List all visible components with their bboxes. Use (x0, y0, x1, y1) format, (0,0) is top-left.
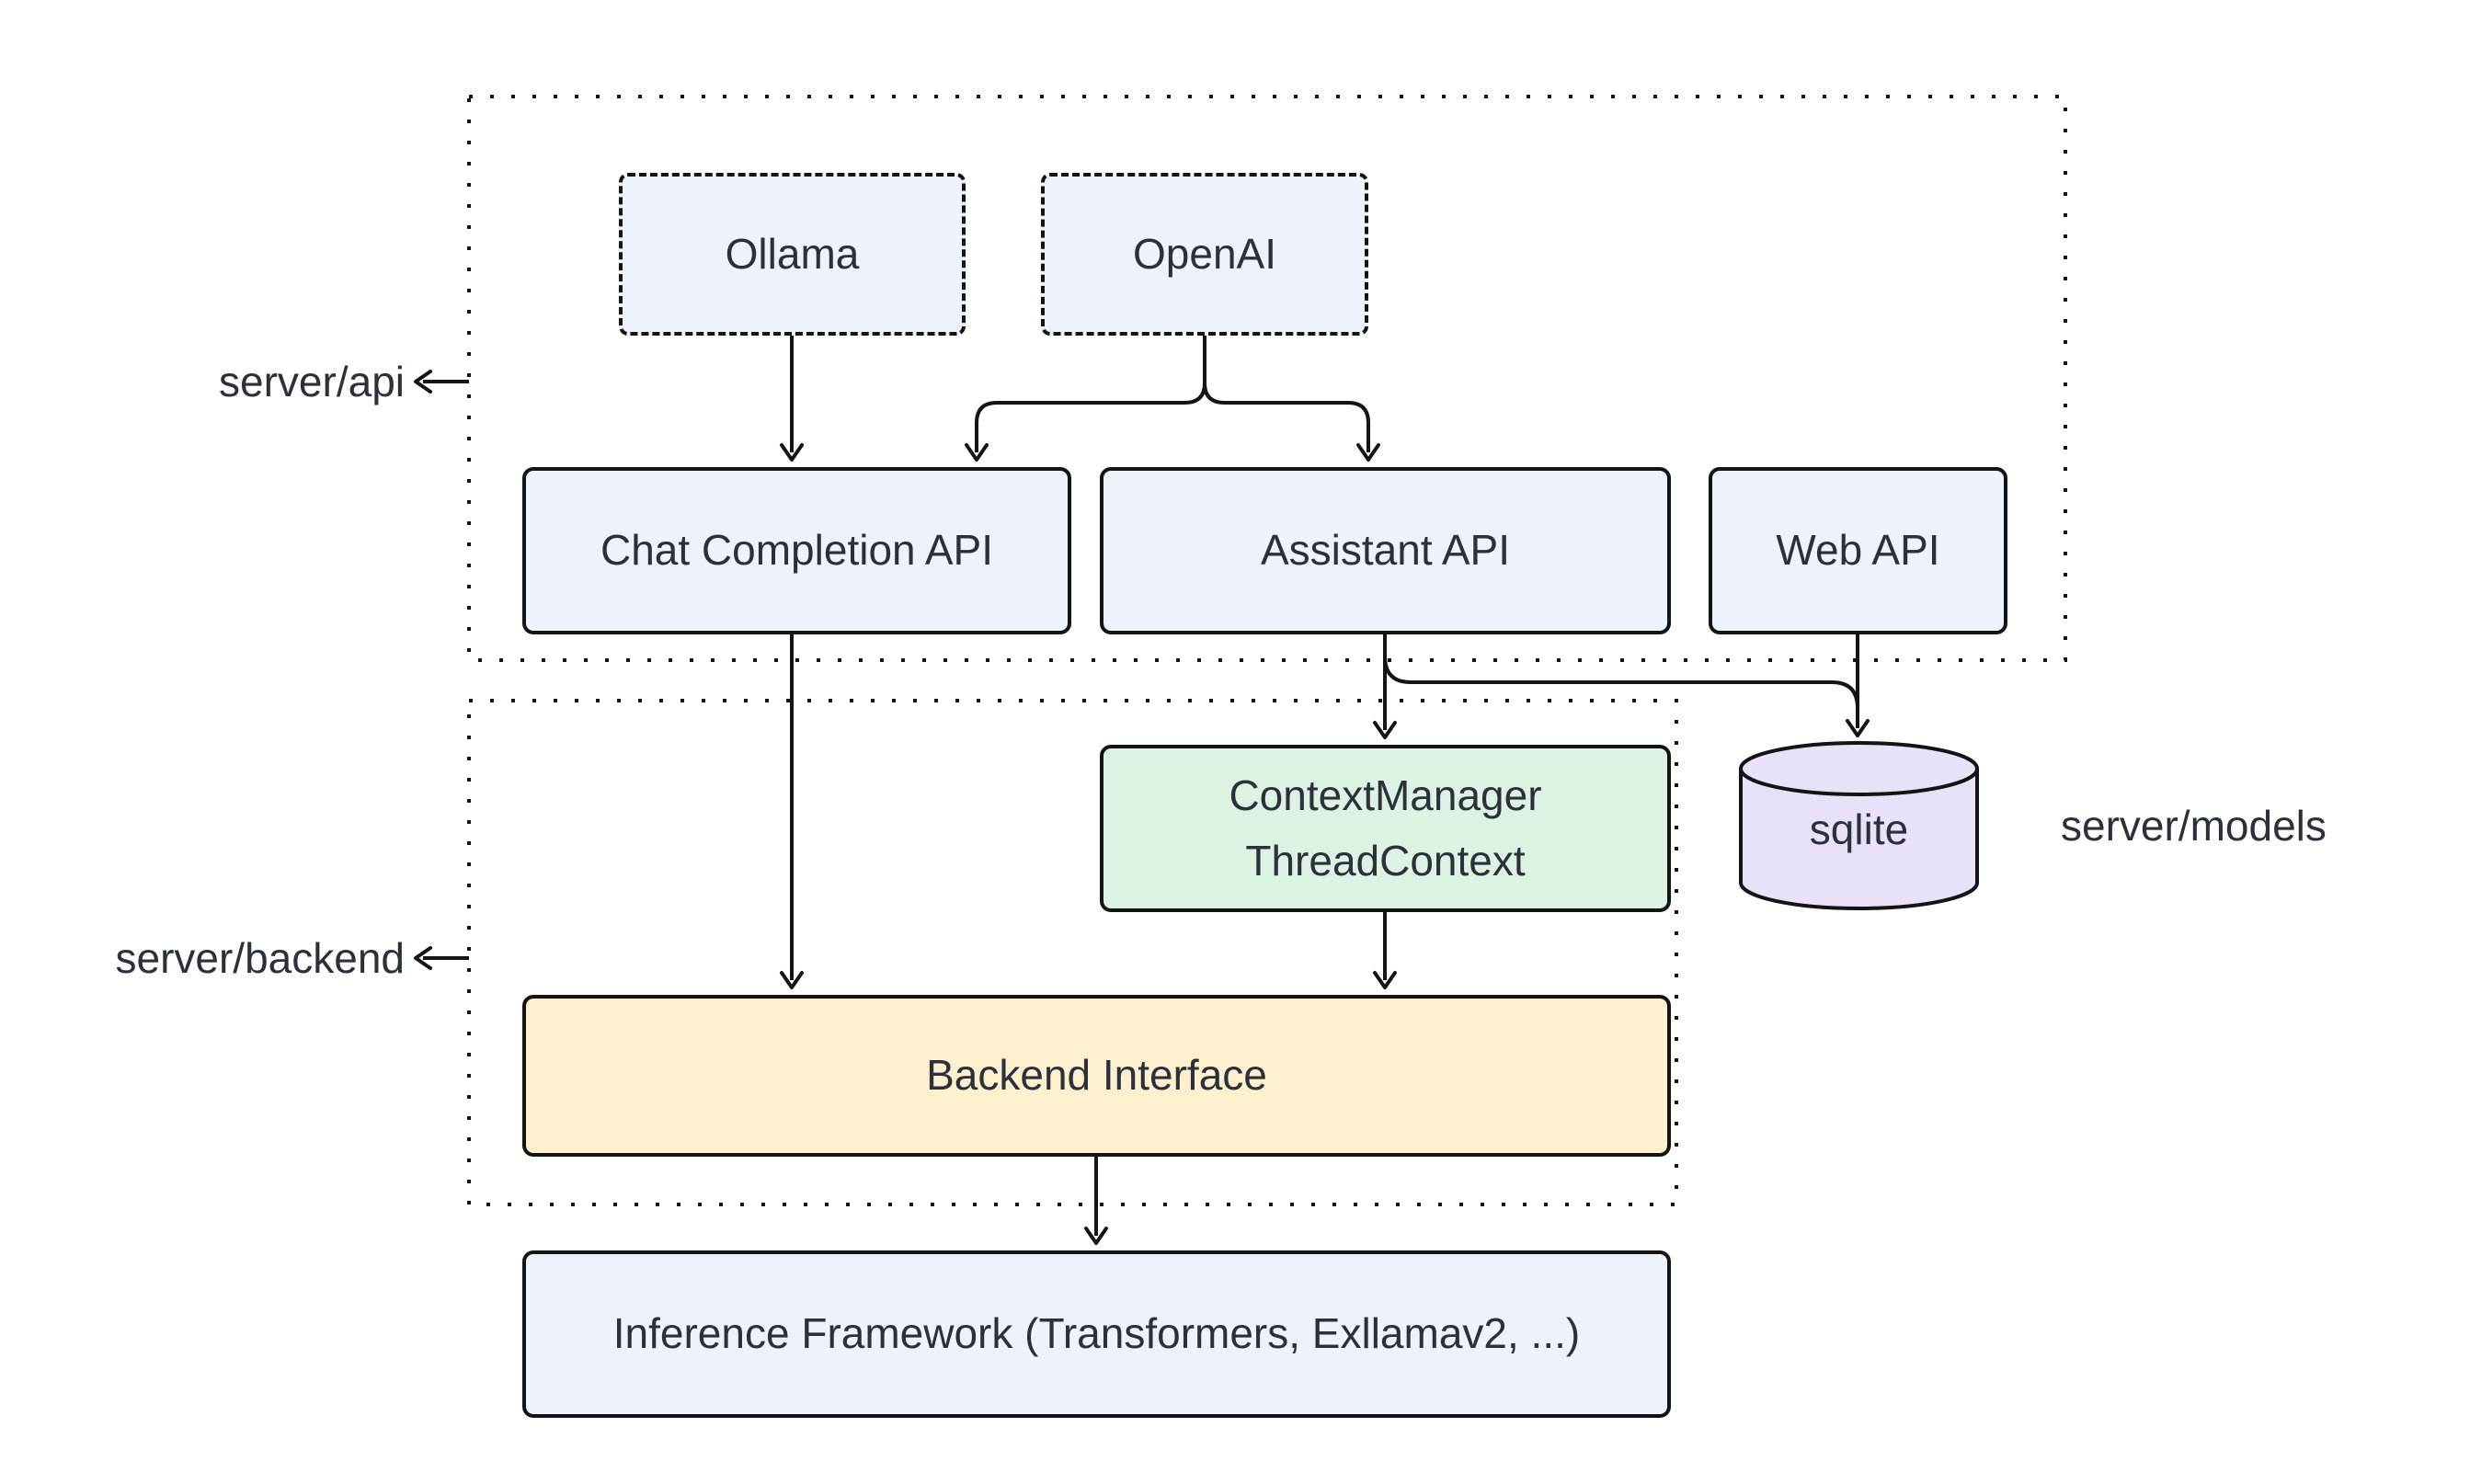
arrow-chat-completion-to-backend (780, 634, 804, 989)
node-chat-completion-api: Chat Completion API (522, 467, 1071, 634)
node-backend-interface-label: Backend Interface (926, 1051, 1267, 1100)
arrow-assistant-branch-to-sqlite (1383, 656, 1859, 709)
node-ollama-label: Ollama (725, 229, 860, 278)
sqlite-cylinder (1739, 741, 1979, 910)
arrow-assistant-to-context-manager (1373, 634, 1397, 739)
node-assistant-api: Assistant API (1100, 467, 1671, 634)
arrow-backend-to-inference (1084, 1157, 1108, 1245)
node-context-manager-label: ContextManager ThreadContext (1229, 771, 1542, 885)
arrow-server-backend-label (414, 946, 469, 970)
node-sqlite-label: sqlite (1809, 805, 1909, 853)
node-web-api: Web API (1709, 467, 2007, 634)
node-web-api-label: Web API (1776, 526, 1940, 575)
node-backend-interface: Backend Interface (522, 995, 1671, 1157)
node-chat-completion-api-label: Chat Completion API (600, 526, 993, 575)
server-api-label: server/api (219, 358, 405, 405)
node-openai-label: OpenAI (1133, 229, 1276, 278)
arrow-web-api-to-sqlite (1846, 634, 1870, 737)
arrow-context-manager-to-backend (1373, 912, 1397, 989)
node-assistant-api-label: Assistant API (1260, 526, 1510, 575)
node-ollama: Ollama (619, 173, 966, 336)
server-backend-container (467, 699, 1678, 1206)
node-inference-framework-label: Inference Framework (Transformers, Exlla… (612, 1309, 1581, 1358)
arrow-ollama-to-chat-completion (780, 336, 804, 462)
arrow-server-api-label (414, 370, 469, 394)
arrow-openai-fork (965, 336, 1380, 462)
server-backend-label: server/backend (115, 934, 406, 982)
server-models-label: server/models (2061, 802, 2327, 850)
node-context-manager: ContextManager ThreadContext (1100, 745, 1671, 912)
node-inference-framework: Inference Framework (Transformers, Exlla… (522, 1250, 1671, 1418)
node-openai: OpenAI (1041, 173, 1368, 336)
